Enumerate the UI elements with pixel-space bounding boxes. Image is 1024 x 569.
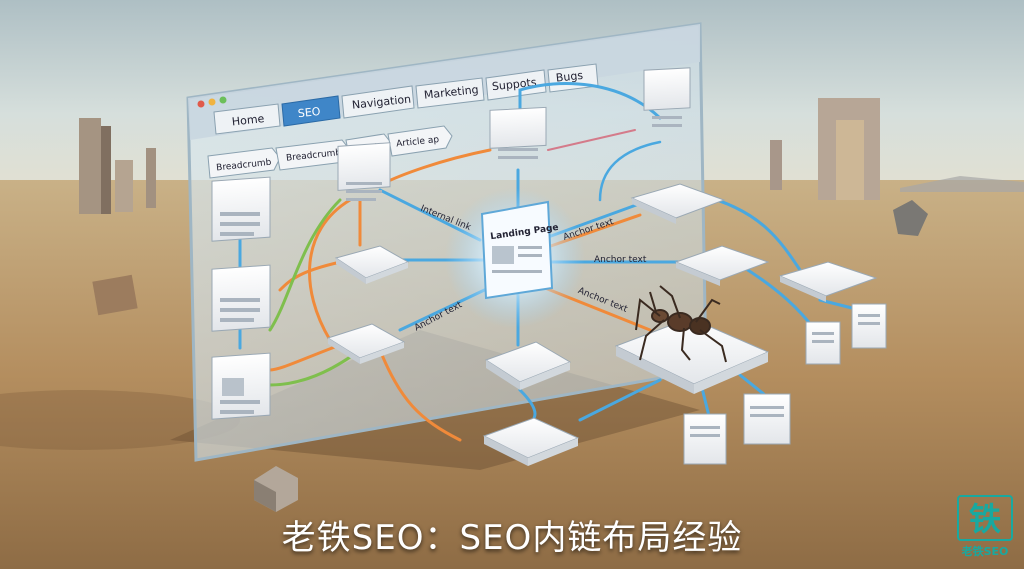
link-line-blue: [578, 378, 662, 422]
breadcrumb-item[interactable]: Breadcrumb: [275, 139, 351, 171]
tab-bugs-label: Bugs: [555, 69, 584, 85]
tab-navigation[interactable]: Navigation: [341, 85, 415, 119]
caption-title: 老铁SEO：SEO内链布局经验: [281, 518, 743, 558]
page-card: [851, 303, 887, 349]
tab-seo-label: SEO: [297, 105, 321, 120]
page-card: [211, 352, 271, 420]
tab-navigation-label: Navigation: [351, 93, 411, 112]
link-line-orange: [378, 348, 462, 442]
tab-home-label: Home: [231, 112, 265, 128]
page-card: [683, 413, 727, 465]
tab-seo[interactable]: SEO: [281, 95, 341, 127]
page-card: [743, 393, 791, 445]
page-card: [211, 264, 271, 332]
link-line-orange: [268, 343, 342, 372]
link-line-blue: [738, 373, 767, 397]
breadcrumb-item[interactable]: Breadcrumb: [207, 147, 281, 179]
stone-pillars-left: [79, 118, 156, 316]
page-card: [805, 321, 841, 365]
breadcrumb-item-label: Article ap: [396, 135, 440, 149]
page-card-flat: [484, 341, 572, 390]
spider-platform: [614, 317, 770, 394]
link-line-orange: [308, 198, 352, 342]
tab-home[interactable]: Home: [213, 103, 281, 135]
page-card-flat: [334, 245, 410, 284]
page-card-flat: [482, 417, 580, 466]
logo-text: 老铁SEO: [961, 545, 1009, 558]
page-card: [489, 106, 547, 159]
anchor-text-label: Anchor text: [594, 255, 647, 265]
page-card: [337, 142, 391, 201]
link-line-pink: [547, 129, 636, 151]
tab-marketing-label: Marketing: [423, 83, 479, 102]
page-card-flat: [326, 323, 406, 364]
link-line-green: [268, 348, 362, 387]
page-card: [211, 176, 271, 242]
page-card-flat: [778, 261, 878, 302]
distant-mountain: [900, 176, 1024, 192]
link-line-blue: [598, 140, 662, 202]
breadcrumb-item[interactable]: Article ap: [387, 125, 453, 157]
brand-logo: 铁 老铁SEO: [956, 495, 1014, 561]
stone-arch-right: [770, 98, 928, 236]
page-card: [643, 67, 691, 127]
spider-icon: [635, 285, 727, 363]
page-card-flat: [630, 183, 726, 224]
link-line-green: [268, 198, 342, 332]
tab-suppots[interactable]: Suppots: [485, 69, 547, 101]
foreground-cube: [254, 466, 298, 512]
tab-marketing[interactable]: Marketing: [415, 77, 485, 109]
page-card-flat: [674, 245, 770, 286]
ground-shadow: [0, 390, 240, 450]
landing-page-card[interactable]: Landing Page: [480, 200, 559, 300]
logo-mark: 铁: [957, 495, 1013, 541]
